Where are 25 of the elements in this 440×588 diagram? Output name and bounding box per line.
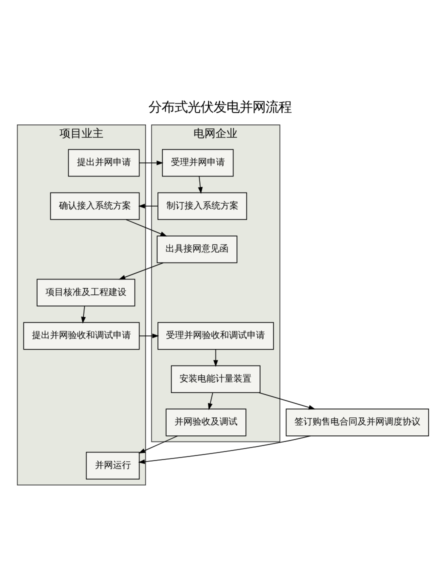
node-box: 提出并网申请 bbox=[68, 148, 140, 176]
arrow bbox=[208, 392, 214, 410]
arrow bbox=[139, 160, 164, 165]
arrow bbox=[118, 262, 164, 280]
arrow bbox=[126, 218, 168, 236]
arrow bbox=[138, 435, 178, 453]
arrow bbox=[139, 333, 160, 338]
arrow bbox=[138, 434, 311, 464]
node-box: 提出并网验收和调试申请 bbox=[23, 322, 140, 350]
node-box: 确认接入系统方案 bbox=[50, 192, 140, 220]
arrow bbox=[258, 392, 316, 410]
node-box: 签订购售电合同及并网调度协议 bbox=[286, 408, 429, 436]
node-box: 并网验收及调试 bbox=[166, 408, 246, 436]
node-box: 受理并网申请 bbox=[162, 148, 234, 176]
arrow bbox=[213, 348, 218, 366]
arrow bbox=[198, 176, 203, 194]
diagram-title: 分布式光伏发电并网流程 bbox=[148, 100, 292, 116]
arrow bbox=[138, 203, 158, 208]
node-box: 项目核准及工程建设 bbox=[36, 278, 136, 306]
node-box: 出具接网意见函 bbox=[156, 235, 238, 263]
node-box: 制订接入系统方案 bbox=[158, 192, 248, 220]
node-box: 受理并网验收和调试申请 bbox=[158, 322, 274, 350]
node-box: 并网运行 bbox=[86, 451, 140, 479]
node-box: 安装电能计量装置 bbox=[170, 364, 260, 392]
arrow bbox=[81, 305, 86, 324]
